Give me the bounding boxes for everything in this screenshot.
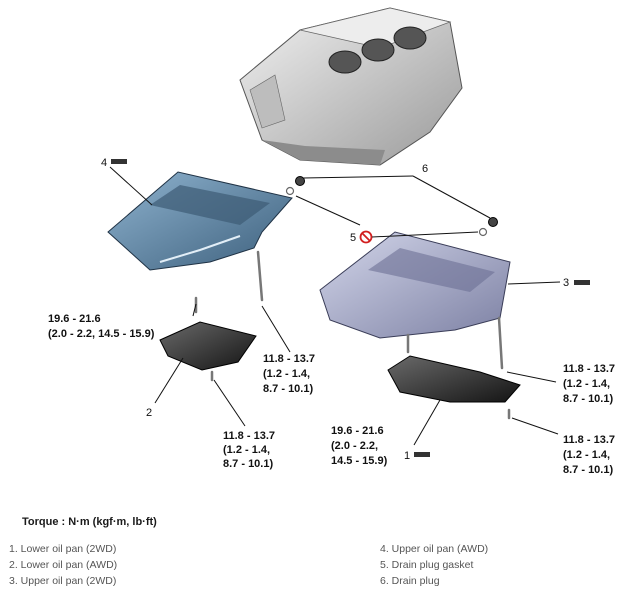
- callout-3: 3: [563, 277, 590, 289]
- bolts: [194, 250, 511, 420]
- legend-right: 4. Upper oil pan (AWD) 5. Drain plug gas…: [380, 541, 488, 589]
- callout-2: 2: [146, 407, 152, 419]
- svg-text:(1.2 - 1.4,: (1.2 - 1.4,: [563, 378, 610, 390]
- cylinder-block: [239, 7, 463, 166]
- svg-text:(1.2 - 1.4,: (1.2 - 1.4,: [223, 444, 270, 456]
- svg-text:4: 4: [101, 157, 107, 169]
- lower-oil-pan-2wd: [387, 355, 521, 403]
- upper-oil-pan-2wd: [319, 231, 511, 339]
- svg-text:19.6 - 21.6: 19.6 - 21.6: [48, 313, 101, 325]
- svg-text:11.8 - 13.7: 11.8 - 13.7: [223, 430, 275, 442]
- svg-text:(1.2 - 1.4,: (1.2 - 1.4,: [263, 368, 310, 380]
- torque-label-lower-2wd-bolt: 19.6 - 21.6 (2.0 - 2.2, 14.5 - 15.9): [48, 313, 155, 340]
- svg-text:8.7 - 10.1): 8.7 - 10.1): [263, 383, 313, 395]
- callout-6: 6: [422, 163, 428, 175]
- torque-label-upper-2wd: 11.8 - 13.7 (1.2 - 1.4, 8.7 - 10.1): [563, 363, 615, 405]
- svg-text:11.8 - 13.7: 11.8 - 13.7: [563, 363, 615, 375]
- leader-lines: [109, 166, 561, 446]
- drain-plug-top: [285, 176, 305, 196]
- svg-text:8.7 - 10.1): 8.7 - 10.1): [563, 393, 613, 405]
- torque-label-upper-awd: 11.8 - 13.7 (1.2 - 1.4, 8.7 - 10.1): [263, 353, 315, 395]
- svg-text:(2.0 - 2.2,: (2.0 - 2.2,: [331, 440, 378, 452]
- legend-left: 1. Lower oil pan (2WD) 2. Lower oil pan …: [9, 541, 117, 589]
- do-not-reuse-icon: [359, 230, 373, 244]
- upper-oil-pan-awd: [107, 171, 293, 271]
- svg-text:(2.0 - 2.2, 14.5 - 15.9): (2.0 - 2.2, 14.5 - 15.9): [48, 328, 155, 340]
- svg-text:14.5 - 15.9): 14.5 - 15.9): [331, 455, 388, 467]
- legend-item: 5. Drain plug gasket: [380, 559, 474, 571]
- svg-text:8.7 - 10.1): 8.7 - 10.1): [563, 464, 613, 476]
- legend-item: 1. Lower oil pan (2WD): [9, 543, 117, 555]
- legend-item: 3. Upper oil pan (2WD): [9, 575, 117, 587]
- svg-text:11.8 - 13.7: 11.8 - 13.7: [263, 353, 315, 365]
- svg-text:3: 3: [563, 277, 569, 289]
- callout-5: 5: [350, 232, 356, 244]
- svg-text:1: 1: [404, 450, 410, 462]
- svg-text:(1.2 - 1.4,: (1.2 - 1.4,: [563, 449, 610, 461]
- torque-label-lower-awd-drain: 11.8 - 13.7 (1.2 - 1.4, 8.7 - 10.1): [563, 434, 615, 476]
- svg-text:11.8 - 13.7: 11.8 - 13.7: [563, 434, 615, 446]
- callout-1: 1: [404, 450, 430, 462]
- legend-item: 6. Drain plug: [380, 575, 440, 587]
- lower-oil-pan-awd: [159, 321, 257, 371]
- torque-units-title: Torque : N·m (kgf·m, lb·ft): [22, 516, 157, 528]
- legend-item: 2. Lower oil pan (AWD): [9, 559, 118, 571]
- svg-text:8.7 - 10.1): 8.7 - 10.1): [223, 458, 273, 470]
- svg-text:19.6 - 21.6: 19.6 - 21.6: [331, 425, 384, 437]
- torque-label-lower-2wd-drain: 11.8 - 13.7 (1.2 - 1.4, 8.7 - 10.1): [223, 430, 275, 470]
- legend-item: 4. Upper oil pan (AWD): [380, 543, 489, 555]
- drain-plug-bottom: [478, 217, 498, 237]
- torque-label-lower-awd: 19.6 - 21.6 (2.0 - 2.2, 14.5 - 15.9): [331, 425, 388, 467]
- callout-4: 4: [101, 157, 127, 169]
